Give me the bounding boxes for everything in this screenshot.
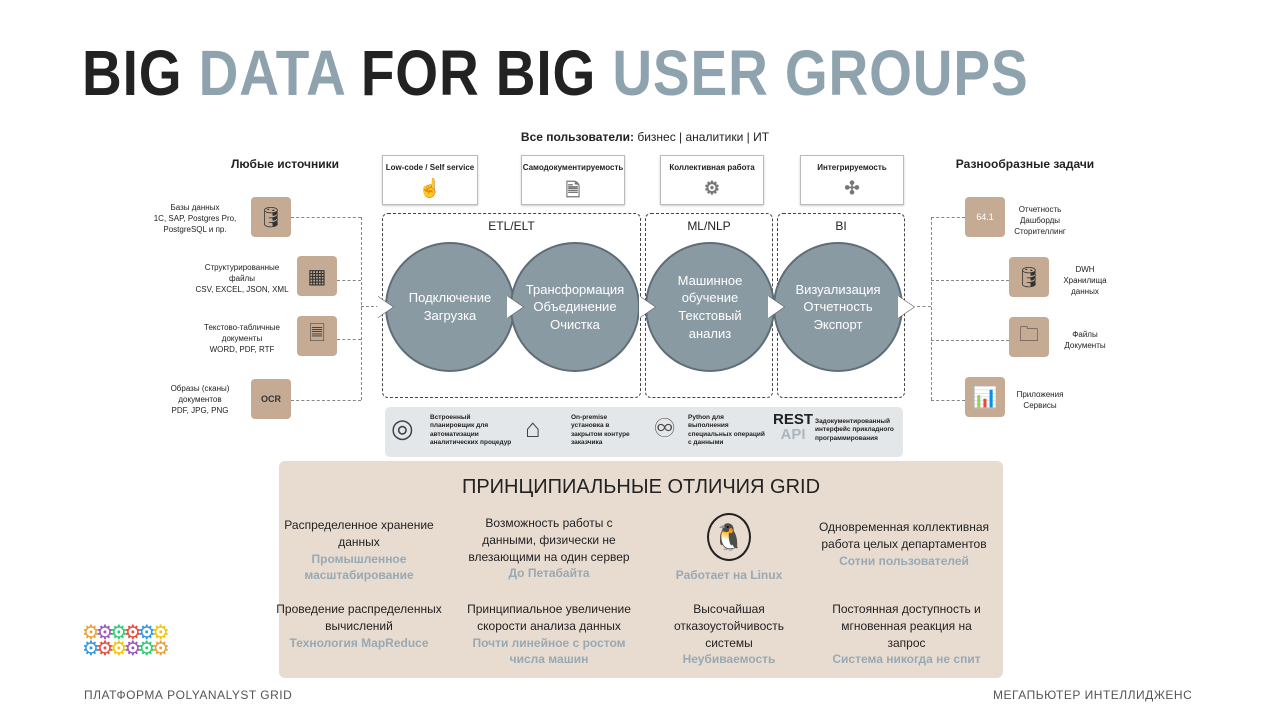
footer-left: ПЛАТФОРМА POLYANALYST GRID [84,688,293,702]
database-icon: 🛢 [251,197,291,237]
grid-title: ПРИНЦИПИАЛЬНЫЕ ОТЛИЧИЯ GRID [461,476,821,498]
top-box-collab: Коллективная работа⚙ [660,155,764,205]
app-chart-icon: 📊 [965,377,1005,417]
document-icon: 🗎 [565,180,581,200]
slide-title: BIG DATA FOR BIG USER GROUPS [82,37,1029,109]
users-line: Все пользователи: бизнес | аналитики | И… [520,130,770,144]
database-icon: 🛢 [1009,257,1049,297]
tasks-heading: Разнообразные задачи [955,157,1095,171]
puzzle-icon: ✣ [844,178,860,198]
server-house-icon: ⌂ [525,413,541,443]
arrow-icon [768,296,784,318]
dashboard-monitor-icon: 64.1 [965,197,1005,237]
hand-pointer-icon: ☝ [418,178,442,198]
scheduler-icon: ◎ [391,413,414,443]
table-icon: ▦ [297,256,337,296]
arrow-icon [898,296,914,318]
sources-heading: Любые источники [231,157,339,171]
document-table-icon: 🗏 [297,316,337,356]
arrow-icon [507,296,523,318]
folders-icon: 🗀 [1009,317,1049,357]
top-box-selfdoc: Самодокументируемость🗎 [521,155,625,205]
python-icon: ♾ [653,413,677,443]
ocr-icon: OCR [251,379,291,419]
footer-right: МЕГАПЬЮТЕР ИНТЕЛЛИДЖЕНС [993,688,1193,702]
linux-penguin-icon: 🐧 [707,513,751,561]
gears-logo: ⚙⚙⚙⚙⚙⚙ ⚙⚙⚙⚙⚙⚙ [82,622,170,660]
arrow-icon [639,296,655,318]
top-box-integr: Интегрируемость✣ [800,155,904,205]
arrow-icon [377,296,393,318]
team-gear-icon: ⚙ [703,178,721,198]
top-box-lowcode: Low-code / Self service☝ [382,155,478,205]
grid-differences: ПРИНЦИПИАЛЬНЫЕ ОТЛИЧИЯ GRID Распределенн… [276,461,1003,678]
